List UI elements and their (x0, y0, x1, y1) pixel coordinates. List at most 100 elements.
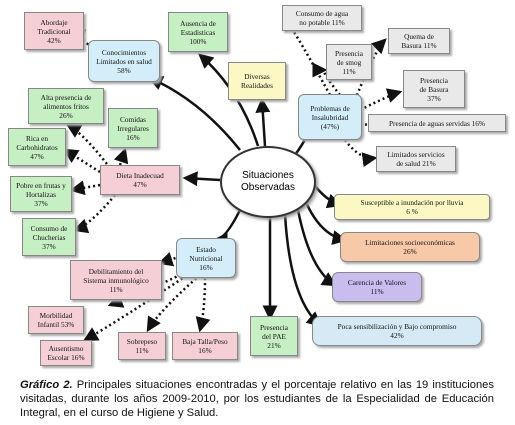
label-line: Limitados en salud (96, 56, 152, 66)
percent-value: 21% (267, 340, 281, 350)
link-estado-debil (157, 252, 186, 267)
percent-value: 47% (133, 180, 147, 189)
node-presencia-basura: Presencia de Basura 37% (403, 70, 465, 108)
label-line: Susceptible a inundación por lluvia (360, 198, 464, 207)
node-presencia-pae: Presencia del PAE 21% (250, 316, 298, 356)
label-line: Carencia de Valores (347, 278, 407, 287)
label-line: alimentos fritos (43, 101, 89, 111)
node-inundacion: Susceptible a inundación por lluvia 6 % (334, 194, 490, 220)
node-diversas-realidades: Diversas Realidades (228, 62, 286, 100)
label-line: Consumo de agua (295, 9, 349, 18)
label-line: Diversas (244, 72, 270, 81)
percent-value: 37% (34, 198, 48, 208)
label-line: Limitados servicios (387, 150, 445, 159)
label-line: Rica en (25, 133, 49, 143)
label-line: Presencia (260, 322, 288, 332)
link-hub-dieta (182, 171, 221, 187)
node-baja-talla: Baja Talla/Peso 16% (172, 332, 238, 360)
link-prob-basura (359, 88, 403, 112)
percent-value: 16% (126, 132, 140, 142)
percent-value: 16% (198, 346, 212, 355)
node-abordaje-tradicional: Abordaje Tradicional 42% (24, 12, 84, 50)
node-aguas-servidas: Presencia de aguas servidas 16% (368, 114, 506, 132)
caption-text: Principales situaciones encontradas y el… (20, 379, 494, 419)
percent-value: 42% (390, 331, 404, 340)
label-line: Quema de (404, 32, 434, 41)
label-line: Limitaciones socioeconómicas (365, 238, 455, 247)
node-limitados-servicios: Limitados servicios de salud 21% (376, 146, 456, 172)
label-line: Problemas de (310, 103, 350, 113)
percent-value: 11% (370, 287, 384, 296)
label-line: Baja Talla/Peso (182, 337, 228, 346)
percent-value: 37% (42, 241, 56, 251)
percent-value: 26% (59, 110, 73, 120)
label-line: Basura 11% (401, 41, 437, 50)
link-estado-baja (195, 277, 211, 333)
node-limitaciones-socioeconomicas: Limitaciones socioeconómicas 26% (340, 232, 480, 262)
label-line: Estado (196, 244, 216, 254)
node-estado-nutricional: Estado Nutricional 16% (176, 238, 236, 278)
caption-label: Gráfico 2. (20, 379, 73, 391)
label-line: Consumo de (30, 223, 68, 233)
link-estado-ausent (82, 268, 196, 342)
link-dieta-chucherias (72, 194, 116, 234)
label-line: Nutricional (189, 253, 223, 263)
label-line: Sobrepeso (126, 337, 158, 346)
central-node-situaciones: Situaciones Observadas (220, 146, 316, 218)
label-line: no potable 11% (299, 18, 345, 27)
node-alta-fritos: Alta presencia de alimentos fritos 26% (28, 88, 104, 124)
link-dieta-pobre (69, 180, 101, 196)
link-hub-carencia (296, 209, 338, 287)
node-pobre-frutas: Pobre en frutas y Hortalizas 37% (10, 176, 72, 212)
label-line: de salud 21% (396, 159, 436, 168)
label-line: Pobre en frutas y (16, 180, 66, 190)
label-line: Debilitamiento del (88, 266, 144, 276)
label-line: Realidades (240, 81, 273, 90)
node-quema-basura: Quema de Basura 11% (388, 28, 450, 54)
label-line: Irregulares (117, 123, 149, 133)
link-dieta-rica (62, 148, 101, 174)
label-line: del PAE (262, 331, 286, 341)
percent-value: 58% (117, 65, 131, 75)
node-ausentismo-escolar: Ausentismo Escolar 16% (40, 340, 92, 366)
label-line: Escolar 16% (47, 353, 85, 362)
link-prob-servicios (344, 139, 378, 168)
label-line: Conocimientos (101, 47, 147, 57)
percent-value: 37% (427, 93, 441, 103)
percent-value: 11% (135, 346, 149, 355)
label-line: Alta presencia de (40, 92, 92, 102)
label-line: Infantil 53% (37, 320, 75, 329)
label-line: Poca sensibilización y Bajo compromiso (337, 322, 457, 331)
link-hub-diversas (255, 97, 271, 147)
percent-value: (47%) (320, 121, 340, 131)
percent-value: 47% (30, 151, 44, 161)
label-line: Presencia de aguas servidas 16% (388, 118, 486, 128)
node-consumo-chucherias: Consumo de Chucherias 37% (22, 218, 76, 256)
node-problemas-insalubridad: Problemas de Insalubridad (47%) (298, 94, 362, 140)
label-line: Tradicional (37, 26, 71, 36)
node-morbilidad-infantil: Morbilidad Infantil 53% (28, 306, 84, 334)
node-sobrepeso: Sobrepeso 11% (118, 332, 166, 360)
link-hub-conocimientos (147, 76, 241, 151)
label-line: Estadisticas (180, 27, 216, 37)
percent-value: 42% (47, 35, 61, 45)
node-presencia-smog: Presencia de smog 11% (326, 44, 372, 80)
node-dieta-inadecuada: Dieta Inadecuad 47% (100, 165, 180, 195)
label-line: de Basura (419, 84, 449, 94)
hub-line-2: Observadas (241, 182, 295, 193)
node-conocimientos-limitados: Conocimientos Limitados en salud 58% (88, 40, 160, 82)
node-debilitamiento-inmunologico: Debilitamiento del Sistema inmunológico … (70, 260, 162, 300)
label-line: Hortalizas (26, 189, 56, 199)
link-dieta-fritos (65, 123, 111, 169)
label-line: Abordaje (40, 17, 68, 27)
label-line: Ausentismo (48, 344, 84, 353)
percent-value: 6 % (406, 207, 418, 216)
label-line: Presencia (335, 48, 363, 58)
link-estado-sobre (146, 274, 201, 333)
label-line: Ausencia de (180, 18, 216, 28)
percent-value: 11% (109, 284, 123, 294)
label-line: de smog (336, 57, 362, 67)
percent-value: 26% (403, 247, 417, 256)
node-ausencia-estadisticas: Ausencia de Estadisticas 100% (168, 12, 228, 52)
node-carencia-valores: Carencia de Valores 11% (332, 272, 422, 302)
